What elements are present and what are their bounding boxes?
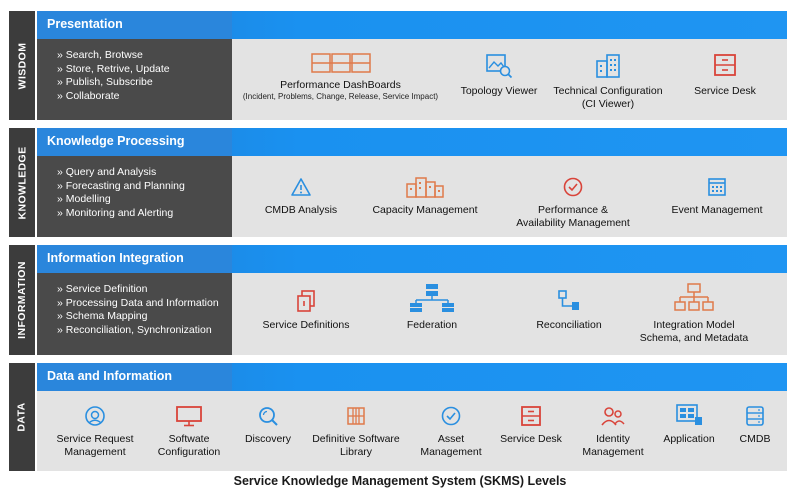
item-software-configuration: Softwate Configuration [149,405,229,458]
item-definitive-software-library: Definitive Software Library [303,405,409,458]
item-performance-dashboards: Performance DashBoards (Incident, Proble… [238,53,443,102]
layer-knowledge: KNOWLEDGE Knowledge Processing » Query a… [9,128,787,237]
buildings-icon [596,54,620,78]
users-icon [601,407,625,426]
bullet-item: » Query and Analysis [57,166,157,178]
search-icon [259,407,278,426]
item-reconciliation: Reconciliation [514,289,624,332]
item-cmdb: CMDB [727,405,783,446]
bullet-item: » Schema Mapping [57,310,148,322]
band-title-wisdom: Presentation [47,17,123,31]
layer-information: INFORMATION Information Integration » Se… [9,245,787,355]
bullet-item: » Forecasting and Planning [57,179,185,192]
content-data: Service Request Management Softwate Conf… [37,391,787,471]
item-service-request-management: Service Request Management [45,405,145,458]
item-event-management: Event Management [652,176,782,217]
check-badge-icon [441,406,461,426]
band-title-data: Data and Information [47,369,173,383]
service-desk-icon [714,54,736,76]
band-title-information: Information Integration [47,251,184,265]
side-label-knowledge: KNOWLEDGE [9,128,35,237]
item-integration-model: Integration Model Schema, and Metadata [624,283,764,344]
copy-icon [297,290,315,312]
check-circle-icon [563,177,583,197]
service-desk-icon [521,406,541,426]
warning-icon [291,178,311,196]
image-search-icon [486,54,513,79]
item-performance-availability: Performance & Availability Management [498,176,648,229]
bullet-item: » Reconciliation, Synchronization [57,323,212,336]
database-icon [746,406,764,426]
item-asset-management: Asset Management [411,405,491,458]
bullet-item: » Search, Brotwse [57,49,143,61]
band-knowledge: Knowledge Processing [37,128,787,156]
bullet-item: » Publish, Subscribe [57,76,153,88]
item-cmdb-analysis: CMDB Analysis [246,176,356,217]
bullet-list-wisdom: » Search, Brotwse » Store, Retrive, Upda… [37,39,232,120]
library-icon [347,407,365,425]
item-discovery: Discovery [233,405,303,446]
layer-data: DATA Data and Information Service Reques… [9,363,787,471]
bullet-item: » Collaborate [57,89,120,102]
content-knowledge: CMDB Analysis Capacity Management Perfor… [232,156,787,237]
connector-icon [558,290,579,310]
city-icon [406,177,444,198]
org-chart-icon [674,283,714,311]
bullet-list-information: » Service Definition » Processing Data a… [37,273,232,355]
item-service-desk: Service Desk [680,53,770,98]
item-topology-viewer: Topology Viewer [454,53,544,98]
figure-caption: Service Knowledge Management System (SKM… [233,474,567,488]
application-icon [676,404,702,425]
item-technical-configuration: Technical Configuration (CI Viewer) [548,53,668,110]
bullet-list-knowledge: » Query and Analysis » Forecasting and P… [37,156,232,237]
calendar-icon [708,178,726,196]
bullet-item: » Modelling [57,193,111,205]
content-wisdom: Performance DashBoards (Incident, Proble… [232,39,787,120]
band-wisdom: Presentation [37,11,787,39]
item-identity-management: Identity Management [573,405,653,458]
item-federation: Federation [382,283,482,332]
content-information: Service Definitions Federation Reconcili… [232,273,787,355]
band-data: Data and Information [37,363,787,391]
side-label-data: DATA [9,363,35,471]
layer-wisdom: WISDOM Presentation » Search, Brotwse » … [9,11,787,120]
side-label-wisdom: WISDOM [9,11,35,120]
item-capacity-management: Capacity Management [360,176,490,217]
item-service-definitions: Service Definitions [246,289,366,332]
band-information: Information Integration [37,245,787,273]
monitor-icon [176,406,202,427]
dashboard-icon [310,53,371,73]
bullet-item: » Store, Retrive, Update [57,62,170,75]
user-circle-icon [85,406,105,426]
side-label-information: INFORMATION [9,245,35,355]
band-title-knowledge: Knowledge Processing [47,134,185,148]
item-application: Application [651,403,727,446]
bullet-item: » Service Definition [57,283,148,295]
bullet-item: » Monitoring and Alerting [57,206,174,219]
hierarchy-icon [410,284,454,312]
item-service-desk-data: Service Desk [491,405,571,446]
bullet-item: » Processing Data and Information [57,296,219,309]
